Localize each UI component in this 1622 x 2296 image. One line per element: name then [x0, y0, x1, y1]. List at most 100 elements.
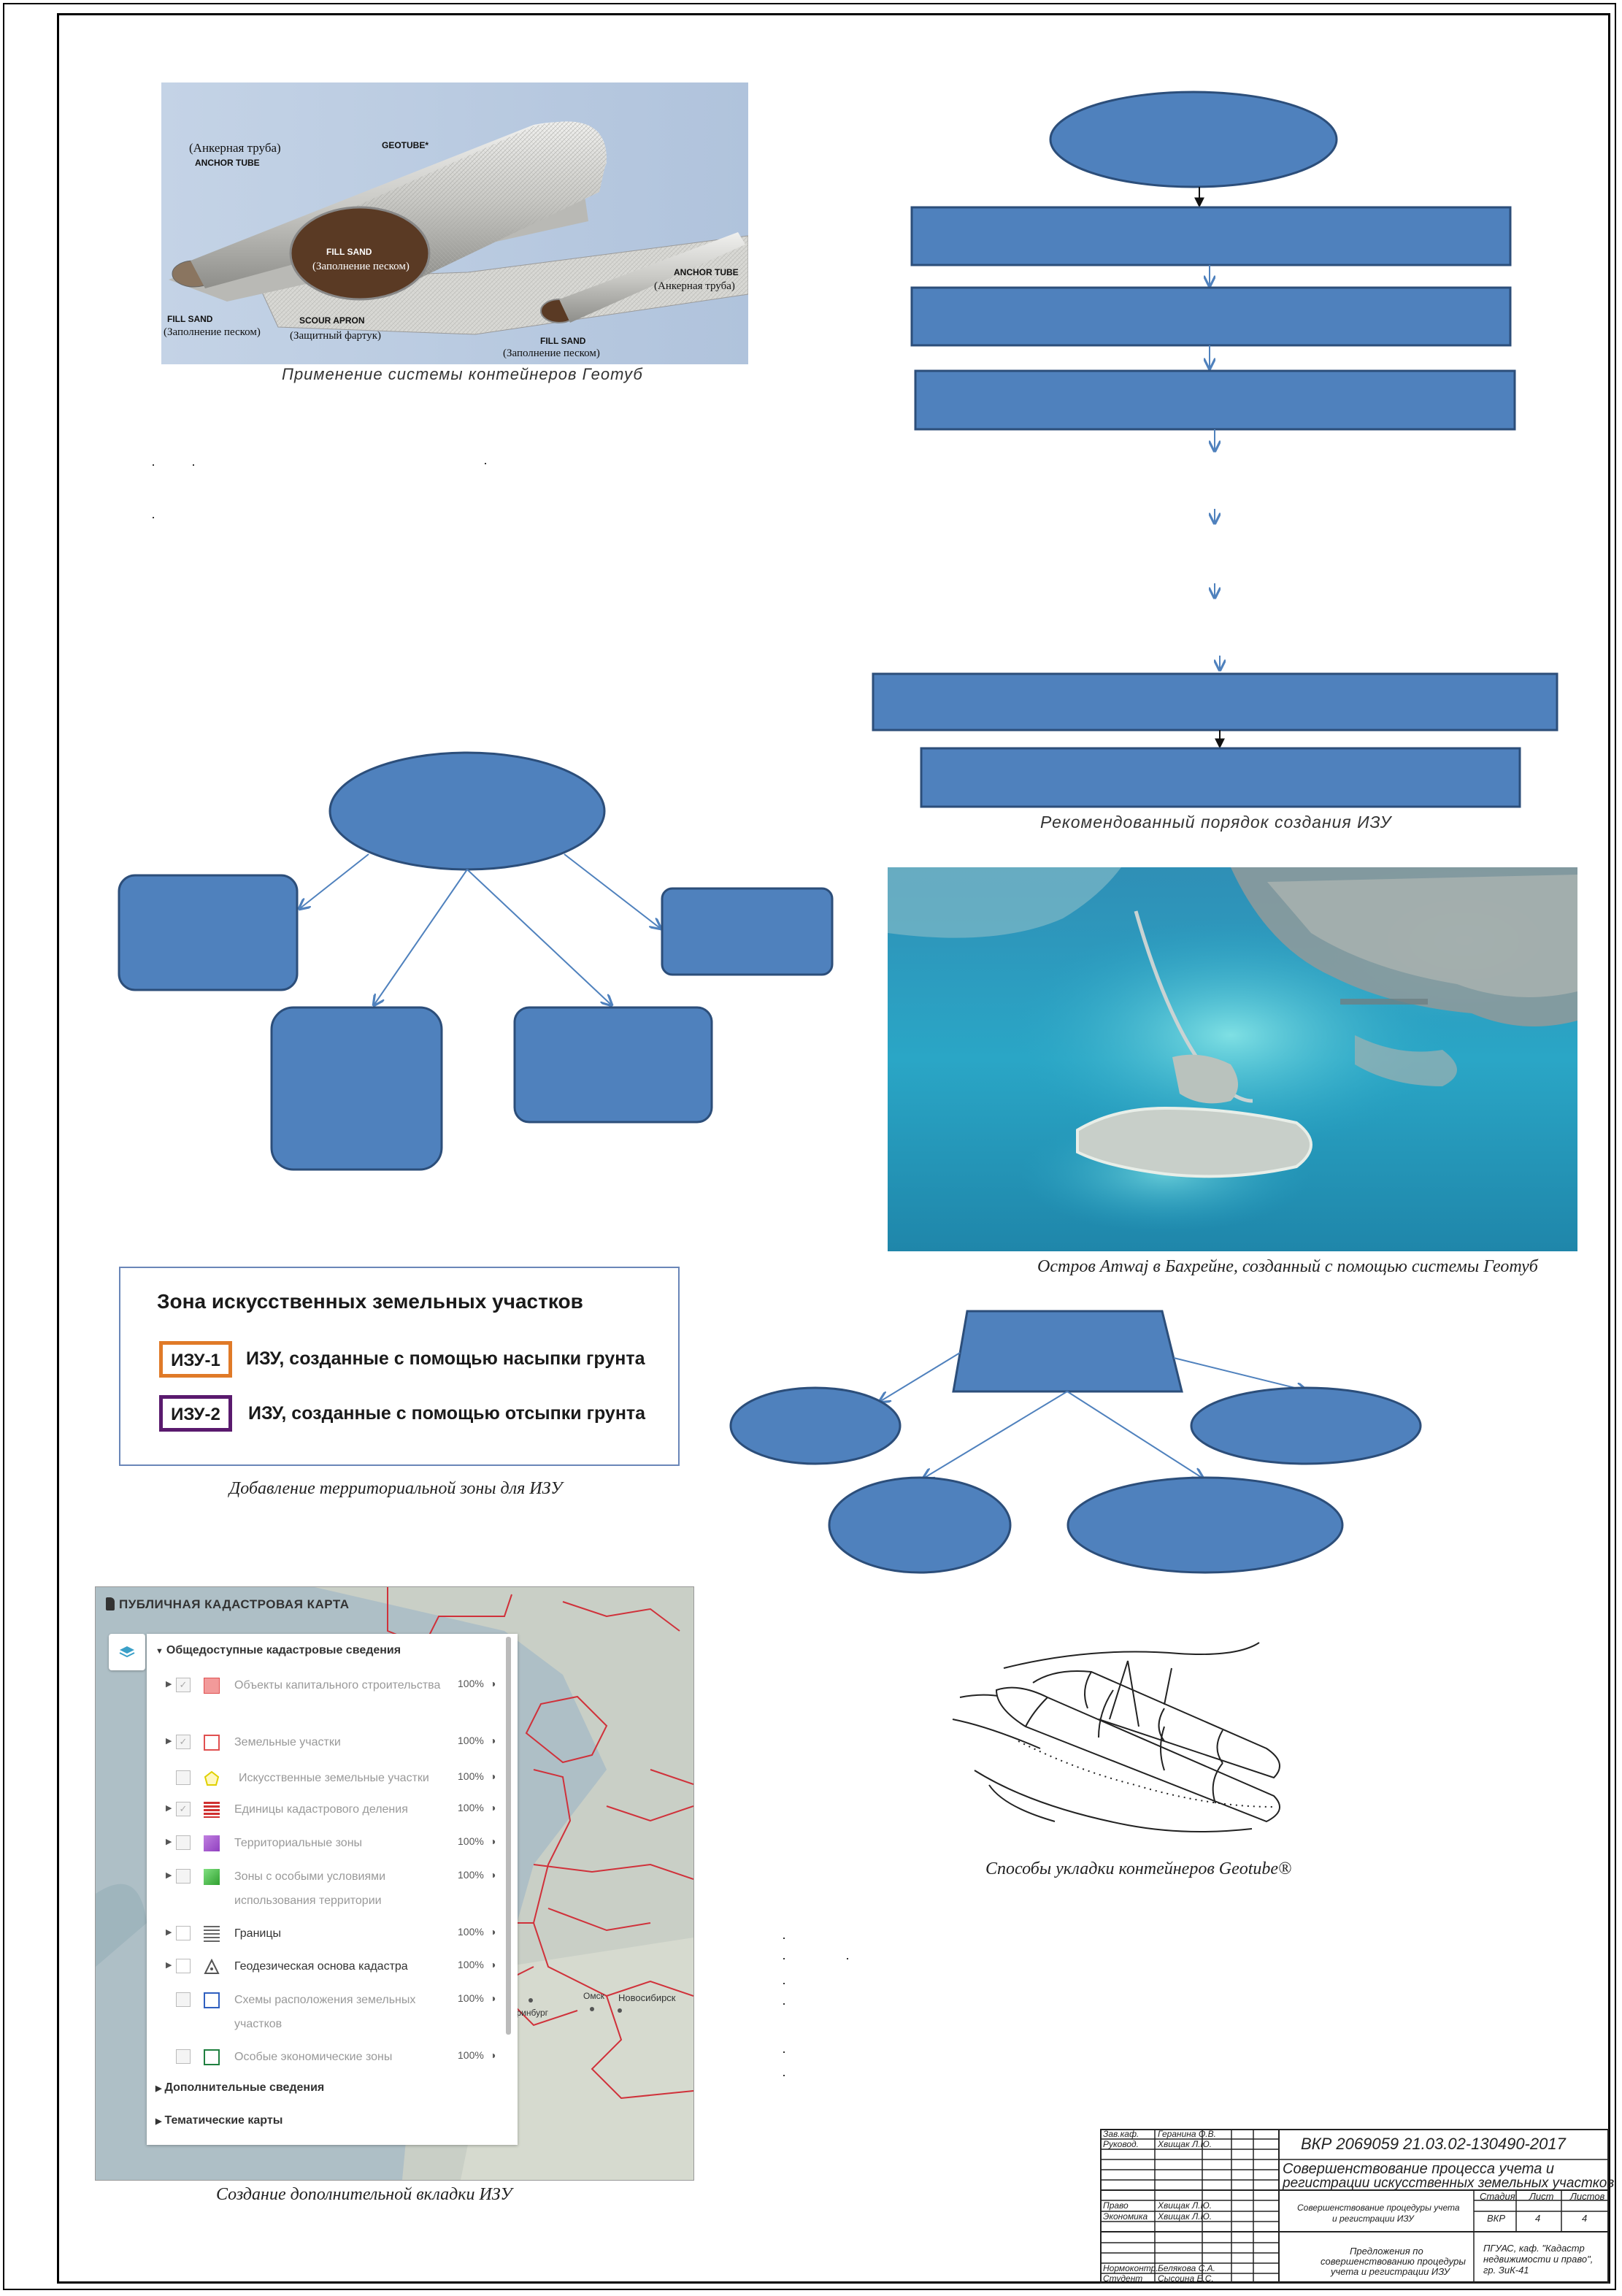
expand-icon[interactable]: ▶ — [166, 1838, 172, 1846]
layer-opacity: 100% — [458, 2049, 484, 2061]
expand-icon[interactable]: ▶ — [166, 1961, 172, 1970]
layer-checkbox[interactable]: ✓ — [176, 1802, 191, 1816]
layer-checkbox[interactable] — [176, 1835, 191, 1850]
label-geotube: GEOTUBE* — [382, 140, 429, 150]
layer-row-artificial-plots[interactable]: Искусственные земельные участки 100% ◑ — [147, 1770, 512, 1791]
layer-name: Границы — [234, 1927, 281, 1940]
layer-name: Земельные участки — [234, 1736, 341, 1748]
layer-swatch-icon — [204, 1802, 220, 1818]
layers-panel-scrollbar[interactable] — [506, 1637, 511, 2035]
tree-root-ellipse — [328, 751, 606, 871]
zone-legend-title: Зона искусственных земельных участков — [157, 1290, 583, 1313]
tb-drawing-line-1: Предложения по — [1350, 2246, 1423, 2257]
layer-row-capital-objects[interactable]: ▶ ✓ Объекты капитального строительства 1… — [147, 1678, 512, 1721]
expand-icon[interactable]: ▶ — [166, 1737, 172, 1746]
tb-drawing-line-3: учета и регистрации ИЗУ — [1331, 2266, 1450, 2277]
layer-row-economic-zones[interactable]: Особые экономические зоны 100% ◑ — [147, 2049, 512, 2070]
map-city-novosibirsk: Новосибирск — [618, 1992, 676, 2003]
tb-sheets: 4 — [1582, 2213, 1588, 2224]
layer-name: Территориальные зоны — [234, 1837, 363, 1849]
layer-name: Искусственные земельные участки — [239, 1772, 429, 1784]
opacity-icon[interactable]: ◑ — [490, 1992, 496, 2004]
layer-swatch-icon — [204, 2049, 220, 2065]
layers-panel: ▼Общедоступные кадастровые сведения ▶ ✓ … — [147, 1634, 518, 2145]
geotube-illustration: (Анкерная труба) ANCHOR TUBE GEOTUBE* FI… — [161, 82, 748, 364]
expand-icon[interactable]: ▶ — [166, 1680, 172, 1689]
tree-diagram-right — [729, 1310, 1422, 1574]
tb-name-5: Белякова С.А. — [1158, 2263, 1215, 2273]
tb-org-line-2: недвижимости и право", — [1483, 2254, 1594, 2265]
layer-row-geodetic-base[interactable]: ▶ Геодезическая основа кадастра 100% ◑ — [147, 1958, 512, 1979]
caption-geotube: Применение системы контейнеров Геотуб — [282, 365, 643, 383]
layer-checkbox[interactable] — [176, 1992, 191, 2007]
opacity-icon[interactable]: ◑ — [490, 1835, 496, 1847]
layer-row-layout-schemes[interactable]: Схемы расположения земельных участков 10… — [147, 1992, 512, 2036]
tree2-node-2 — [1190, 1386, 1422, 1465]
amwaj-island-photo — [888, 867, 1577, 1251]
tb-col-sheet: Лист — [1529, 2191, 1554, 2202]
opacity-icon[interactable]: ◑ — [490, 1770, 496, 1782]
layer-opacity: 100% — [458, 1992, 484, 2004]
tb-org-line-3: гр. ЗиК-41 — [1483, 2265, 1529, 2276]
tb-sheet-title-line-1: Совершенствование процедуры учета — [1297, 2203, 1460, 2213]
label-fill-sand-left: FILL SAND — [167, 314, 213, 324]
opacity-icon[interactable]: ◑ — [490, 1802, 496, 1813]
layer-row-cadastral-units[interactable]: ▶ ✓ Единицы кадастрового деления 100% ◑ — [147, 1802, 512, 1822]
layer-name: Зоны с особыми условиями использования т… — [234, 1870, 386, 1907]
tb-role-5: Нормоконтр. — [1103, 2263, 1158, 2273]
layer-checkbox[interactable]: ✓ — [176, 1678, 191, 1692]
flowchart-creation-order — [872, 91, 1558, 808]
opacity-icon[interactable]: ◑ — [490, 1869, 496, 1881]
tb-name-2: Хвищак Л.Ю. — [1158, 2139, 1212, 2149]
opacity-icon[interactable]: ◑ — [490, 1678, 496, 1689]
map-app-title: ПУБЛИЧНАЯ КАДАСТРОВАЯ КАРТА — [106, 1597, 350, 1612]
tree2-node-4 — [1066, 1476, 1344, 1574]
tree-node-1 — [118, 874, 299, 991]
tb-role-2: Руковод. — [1103, 2139, 1139, 2149]
expand-icon[interactable]: ▶ — [166, 1804, 172, 1813]
layer-opacity: 100% — [458, 1770, 484, 1782]
label-anchor-ru-right: (Анкерная труба) — [654, 280, 735, 292]
layer-row-borders[interactable]: ▶ Границы 100% ◑ — [147, 1926, 512, 1946]
layer-opacity: 100% — [458, 1802, 484, 1813]
tb-title-line-2: регистрации искусственных земельных учас… — [1283, 2176, 1615, 2191]
label-fill-sand-right: FILL SAND — [540, 336, 586, 346]
opacity-icon[interactable]: ◑ — [490, 1735, 496, 1746]
opacity-icon[interactable]: ◑ — [490, 2049, 496, 2061]
opacity-icon[interactable]: ◑ — [490, 1959, 496, 1970]
layers-toggle-button[interactable] — [109, 1634, 145, 1670]
title-block: Зав.каф. Геранина О.В. Руковод. Хвищак Л… — [1100, 2129, 1614, 2284]
flow-start-ellipse — [1049, 91, 1338, 188]
layers-icon — [119, 1646, 135, 1658]
flow-step-3 — [914, 369, 1516, 431]
label-fill-sand-mid-ru: (Заполнение песком) — [312, 261, 410, 272]
layer-row-territorial-zones[interactable]: ▶ Территориальные зоны 100% ◑ — [147, 1835, 512, 1856]
layer-checkbox[interactable] — [176, 1926, 191, 1940]
layer-checkbox[interactable] — [176, 1869, 191, 1884]
tb-col-stage: Стадия — [1480, 2191, 1515, 2202]
flow-step-1 — [910, 206, 1512, 266]
expand-icon[interactable]: ▶ — [166, 1871, 172, 1880]
section-thematic-maps[interactable]: ▶Тематические карты — [155, 2114, 282, 2127]
section-public-info[interactable]: ▼Общедоступные кадастровые сведения — [155, 1644, 401, 1657]
layer-row-special-conditions[interactable]: ▶ Зоны с особыми условиями использования… — [147, 1869, 512, 1913]
layer-checkbox[interactable] — [176, 2049, 191, 2064]
drawing-frame — [57, 13, 1610, 2284]
tb-name-1: Геранина О.В. — [1158, 2129, 1216, 2139]
tb-sheet: 4 — [1535, 2213, 1541, 2224]
tb-role-4: Экономика — [1103, 2211, 1148, 2222]
layer-row-land-plots[interactable]: ▶ ✓ Земельные участки 100% ◑ — [147, 1735, 512, 1755]
label-scour-apron: SCOUR APRON — [299, 315, 365, 326]
section-additional-info[interactable]: ▶Дополнительные сведения — [155, 2081, 324, 2095]
map-title-text: ПУБЛИЧНАЯ КАДАСТРОВАЯ КАРТА — [119, 1597, 350, 1611]
caption-island: Остров Amwaj в Бахрейне, созданный с пом… — [1037, 1257, 1538, 1276]
layer-swatch-icon — [204, 1678, 220, 1694]
layer-checkbox[interactable] — [176, 1959, 191, 1973]
layer-checkbox[interactable] — [176, 1770, 191, 1785]
opacity-icon[interactable]: ◑ — [490, 1926, 496, 1938]
tb-stage: ВКР — [1487, 2213, 1506, 2224]
expand-icon[interactable]: ▶ — [166, 1928, 172, 1937]
layer-name: Схемы расположения земельных участков — [234, 1994, 416, 2030]
layer-checkbox[interactable]: ✓ — [176, 1735, 191, 1749]
label-anchor-en-left: ANCHOR TUBE — [195, 158, 260, 168]
